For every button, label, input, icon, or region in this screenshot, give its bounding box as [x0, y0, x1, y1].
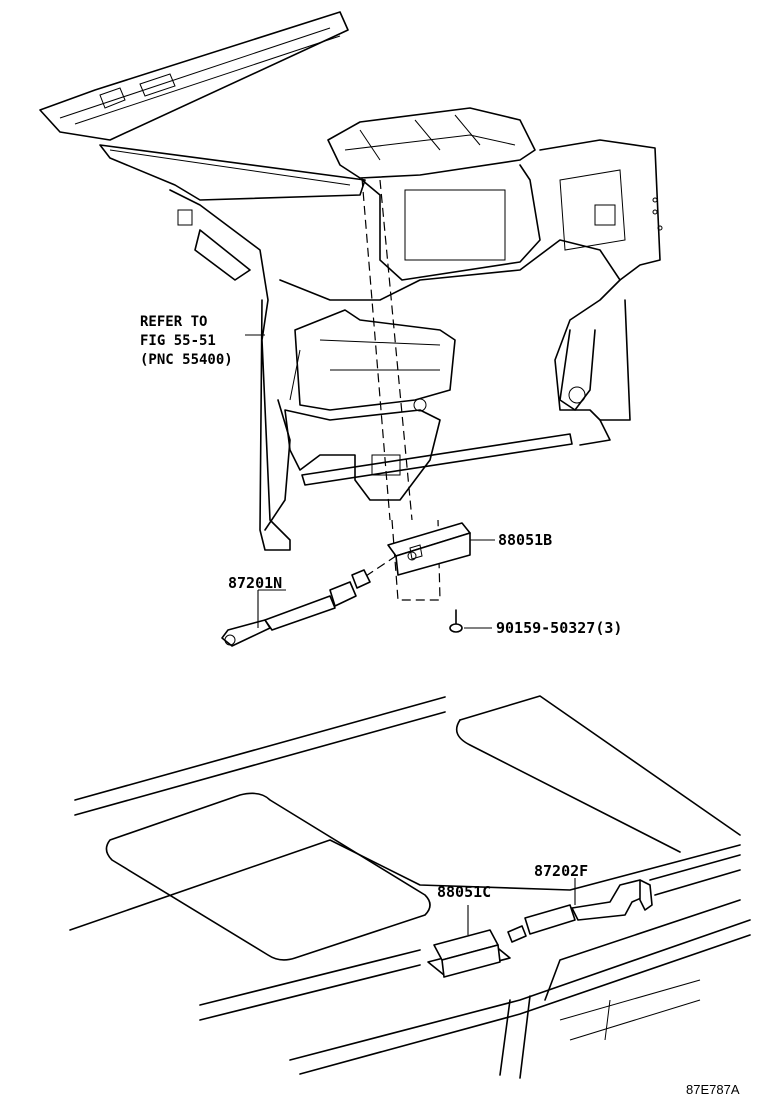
label-87201n[interactable]: 87201N: [228, 574, 282, 592]
bolt-90159-50327[interactable]: [449, 609, 463, 633]
roof-drawing: [69, 695, 751, 1079]
instrument-panel-drawing: [39, 11, 663, 601]
sensor-88051c[interactable]: [427, 929, 511, 978]
label-87202f[interactable]: 87202F: [534, 862, 588, 880]
sensor-88051b[interactable]: [387, 522, 471, 576]
refer-line-2: FIG 55-51: [140, 333, 216, 349]
label-88051b[interactable]: 88051B: [498, 531, 552, 549]
refer-line-1: REFER TO: [140, 314, 207, 330]
label-90159[interactable]: 90159-50327(3): [496, 619, 622, 637]
label-88051c[interactable]: 88051C: [437, 883, 491, 901]
illustration-code: 87E787A: [686, 1082, 740, 1097]
refer-line-3: (PNC 55400): [140, 352, 233, 368]
harness-87202f[interactable]: [507, 879, 653, 943]
